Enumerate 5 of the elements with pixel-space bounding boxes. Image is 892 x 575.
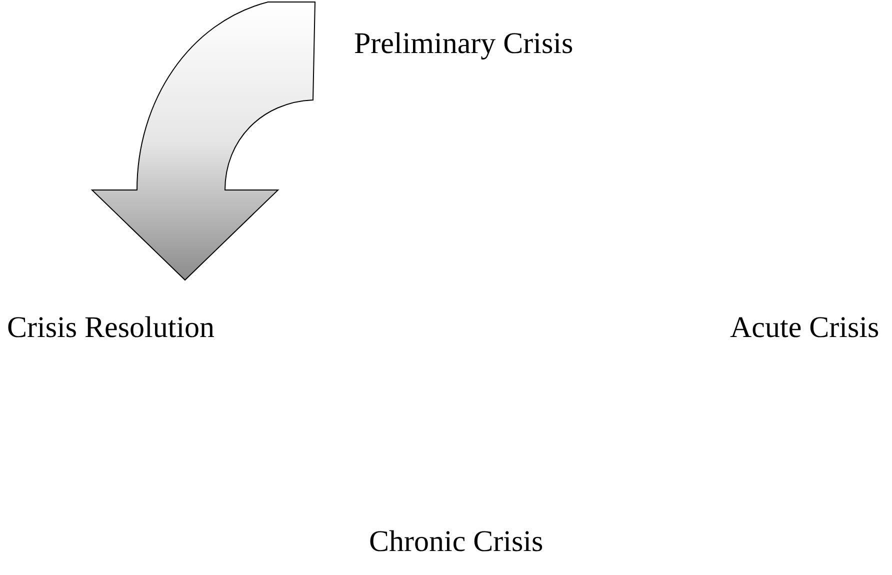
- stage-label: Preliminary Crisis: [354, 26, 574, 62]
- curved-block-arrow: [92, 2, 316, 280]
- stage-label: Chronic Crisis: [369, 524, 544, 560]
- stage-label: Crisis Resolution: [7, 310, 215, 346]
- stage-label: Acute Crisis: [730, 310, 880, 346]
